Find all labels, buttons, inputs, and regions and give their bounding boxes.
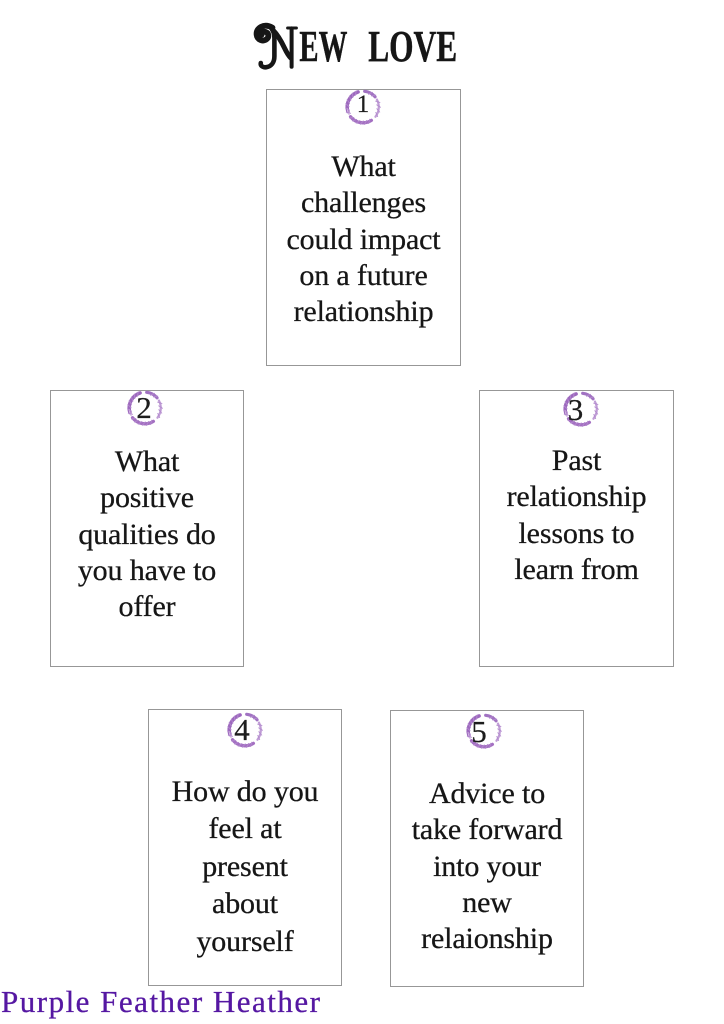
svg-text:EW: EW (299, 22, 347, 71)
svg-text:LOVE: LOVE (368, 22, 457, 71)
